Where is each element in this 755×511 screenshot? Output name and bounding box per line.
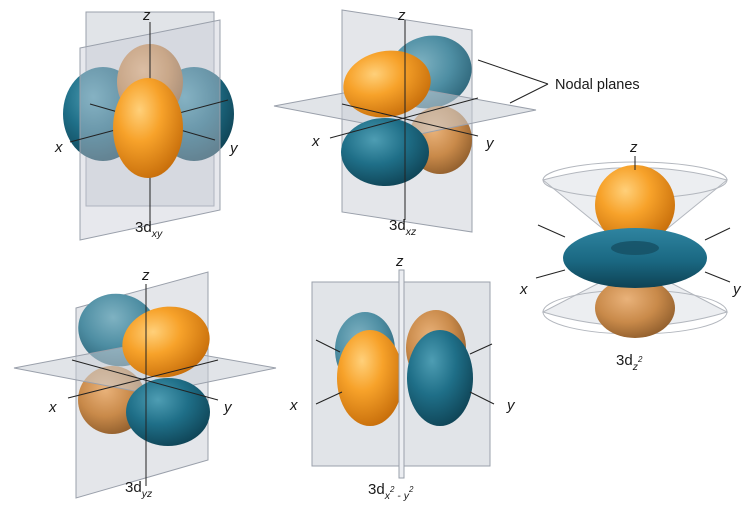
x-axis-label: x — [54, 139, 63, 156]
orbital-3dx2y2: z x y 3dx2 - y2 — [289, 253, 516, 502]
axis-back-right — [705, 228, 730, 240]
axis-back-left — [538, 225, 565, 237]
y-axis-label: y — [223, 399, 233, 416]
orbital-label-3dx2y2: 3dx2 - y2 — [368, 481, 414, 502]
orbital-3dxz: z x y 3dxz — [274, 7, 536, 238]
z-axis-label: z — [142, 7, 151, 24]
callout-line-bottom — [510, 84, 548, 103]
y-axis-label: y — [732, 281, 742, 298]
orbital-3dxy: z x y 3dxy — [54, 7, 239, 240]
lobe-front-right — [407, 330, 473, 426]
z-axis-label: z — [629, 139, 638, 156]
nodal-planes-callout: Nodal planes — [478, 60, 640, 103]
x-axis-label: x — [311, 133, 320, 150]
callout-line-top — [478, 60, 548, 84]
orbital-3dz2: z x y 3dz2 — [519, 139, 742, 373]
y-axis-label: y — [229, 140, 239, 157]
torus-ring — [563, 228, 707, 288]
lobe-front-bottom — [126, 378, 210, 446]
lobe-front-left — [337, 330, 403, 426]
x-axis-label: x — [289, 397, 298, 414]
z-axis-label: z — [395, 253, 404, 270]
x-axis — [536, 270, 565, 278]
vertical-plane-edge — [399, 270, 404, 478]
nodal-planes-label: Nodal planes — [555, 77, 640, 93]
y-axis — [705, 272, 730, 282]
orbital-3dyz: z x y 3dyz — [14, 267, 276, 500]
y-axis-label: y — [485, 135, 495, 152]
lobe-front — [113, 78, 183, 178]
orbital-label-3dyz: 3dyz — [125, 479, 153, 500]
lobe-front-bottom — [341, 118, 429, 186]
x-axis-label: x — [519, 281, 528, 298]
z-axis-label: z — [141, 267, 150, 284]
x-axis-label: x — [48, 399, 57, 416]
orbital-label-3dz2: 3dz2 — [616, 352, 643, 373]
torus-hole — [611, 241, 659, 255]
y-axis-label: y — [506, 397, 516, 414]
z-axis-label: z — [397, 7, 406, 24]
